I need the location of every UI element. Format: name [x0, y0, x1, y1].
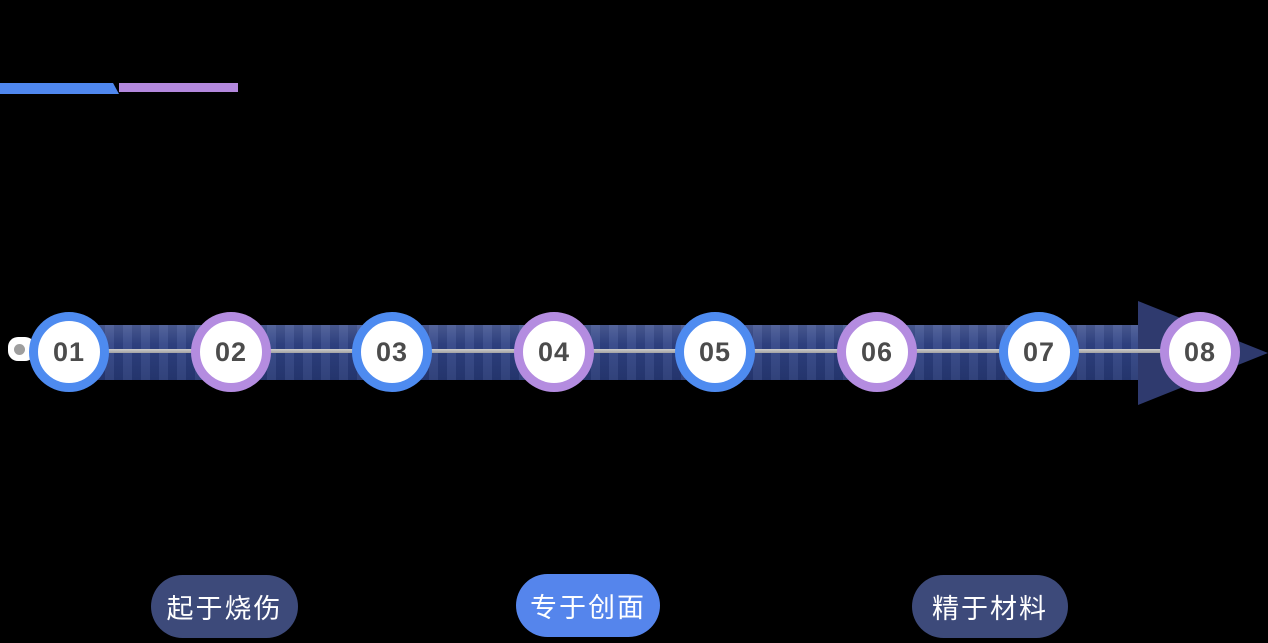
timeline-step-5: 05 [675, 312, 755, 392]
title-underline-blue [0, 83, 119, 94]
step-number: 02 [214, 336, 248, 367]
timeline-step-3: 03 [352, 312, 432, 392]
step-number: 05 [698, 336, 732, 367]
label-pill-wounds: 专于创面 [516, 574, 660, 637]
step-number: 08 [1183, 336, 1217, 367]
step-number: 06 [860, 336, 894, 367]
connector-line [19, 349, 1200, 353]
timeline-step-8: 08 [1160, 312, 1240, 392]
pill-label: 起于烧伤 [166, 594, 283, 624]
timeline-step-6: 06 [837, 312, 917, 392]
step-number: 03 [375, 336, 409, 367]
label-pill-burns: 起于烧伤 [151, 575, 298, 638]
title-underline-purple [119, 83, 238, 92]
step-number: 04 [537, 336, 571, 367]
timeline-step-4: 04 [514, 312, 594, 392]
timeline-step-7: 07 [999, 312, 1079, 392]
step-number: 07 [1022, 336, 1056, 367]
timeline-step-1: 01 [29, 312, 109, 392]
pill-label: 专于创面 [530, 593, 646, 623]
label-pill-materials: 精于材料 [912, 575, 1068, 638]
step-number: 01 [52, 336, 86, 367]
start-dot-icon [14, 344, 25, 355]
pill-label: 精于材料 [932, 594, 1048, 624]
timeline-step-2: 02 [191, 312, 271, 392]
